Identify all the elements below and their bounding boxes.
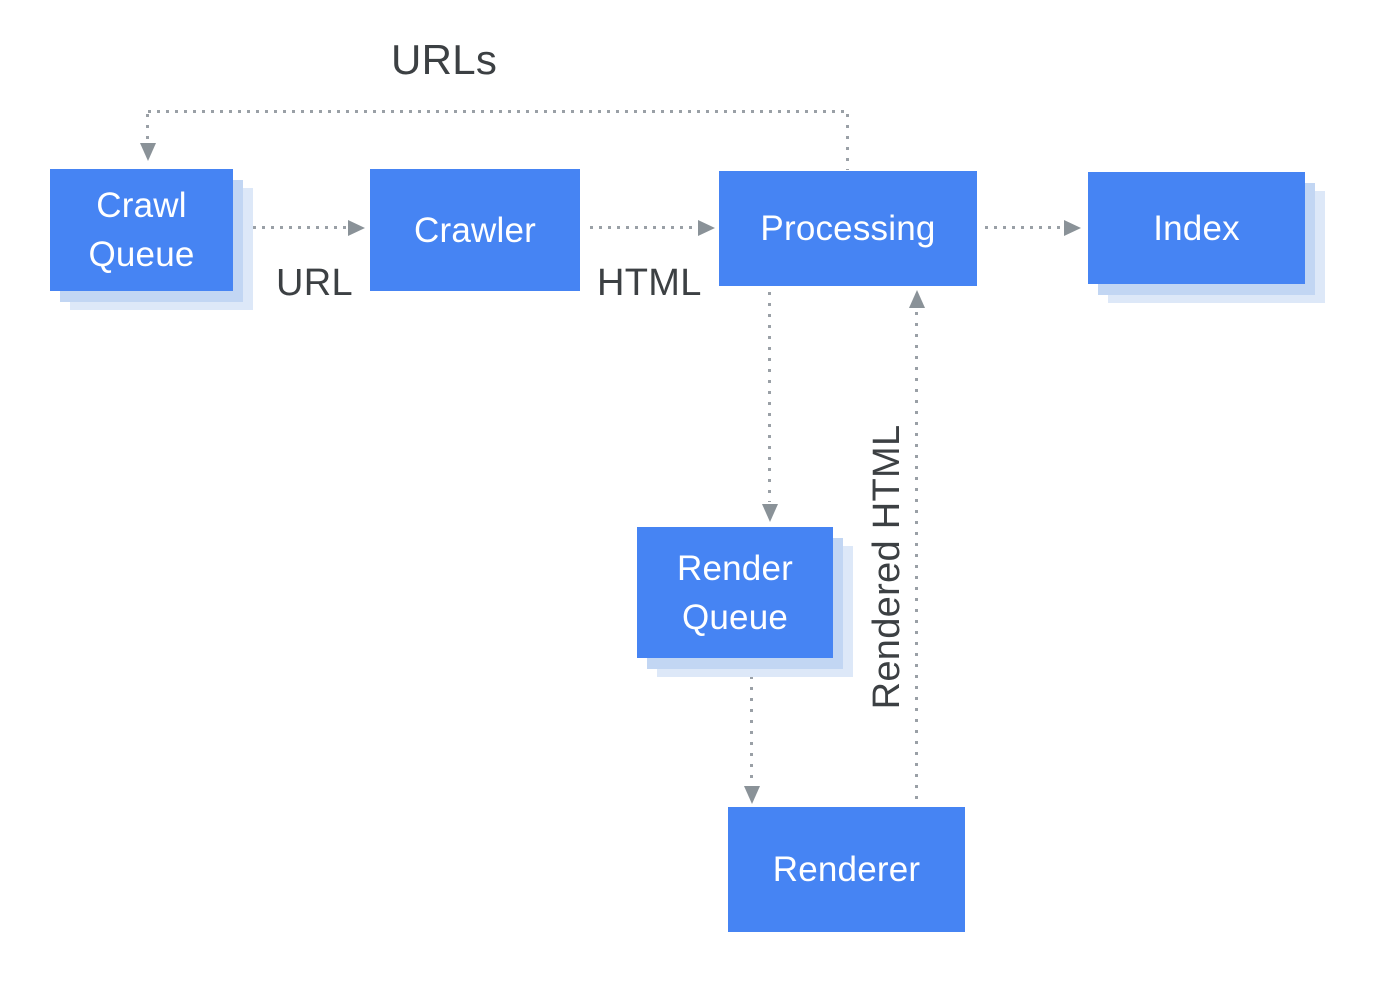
node-renderer: Renderer bbox=[728, 807, 965, 932]
node-renderer-label: Renderer bbox=[772, 850, 921, 889]
edge-processing-to-crawl-queue-line-right bbox=[846, 114, 849, 170]
edge-crawl-queue-to-crawler-line bbox=[244, 226, 346, 229]
edge-label-urls: URLs bbox=[391, 36, 498, 83]
edge-label-html: HTML bbox=[597, 262, 702, 304]
edge-processing-to-crawl-queue-line-horizontal bbox=[148, 110, 848, 113]
edge-processing-to-crawl-queue-line-left bbox=[146, 114, 149, 140]
node-render-queue: Render Queue bbox=[637, 527, 833, 658]
edge-processing-to-index-line bbox=[985, 226, 1063, 229]
node-crawl-queue: Crawl Queue bbox=[50, 169, 233, 291]
arrowhead-down-into-render-queue bbox=[762, 504, 778, 522]
edge-renderer-to-processing-line bbox=[915, 312, 918, 806]
arrowhead-down-into-crawl-queue bbox=[140, 143, 156, 161]
edge-crawler-to-processing-line bbox=[590, 226, 696, 229]
node-processing-label: Processing bbox=[760, 209, 936, 248]
arrowhead-up-into-processing bbox=[909, 290, 925, 308]
arrowhead-right-into-index bbox=[1064, 220, 1081, 236]
arrowhead-right-into-crawler bbox=[348, 220, 365, 236]
node-crawler: Crawler bbox=[370, 169, 580, 291]
node-index-label: Index bbox=[1153, 208, 1240, 248]
edge-render-queue-to-renderer-line bbox=[750, 676, 753, 784]
arrowhead-right-into-processing bbox=[698, 220, 715, 236]
edge-label-url: URL bbox=[276, 262, 353, 304]
node-crawl-queue-label: Crawl Queue bbox=[88, 186, 195, 274]
node-processing: Processing bbox=[719, 171, 977, 286]
arrowhead-down-into-renderer bbox=[744, 786, 760, 804]
edge-processing-to-render-queue-line bbox=[768, 292, 771, 502]
edge-label-rendered-html: Rendered HTML bbox=[866, 424, 908, 710]
node-render-queue-label: Render Queue bbox=[677, 548, 793, 637]
node-index: Index bbox=[1088, 172, 1305, 284]
node-crawler-label: Crawler bbox=[414, 210, 536, 250]
